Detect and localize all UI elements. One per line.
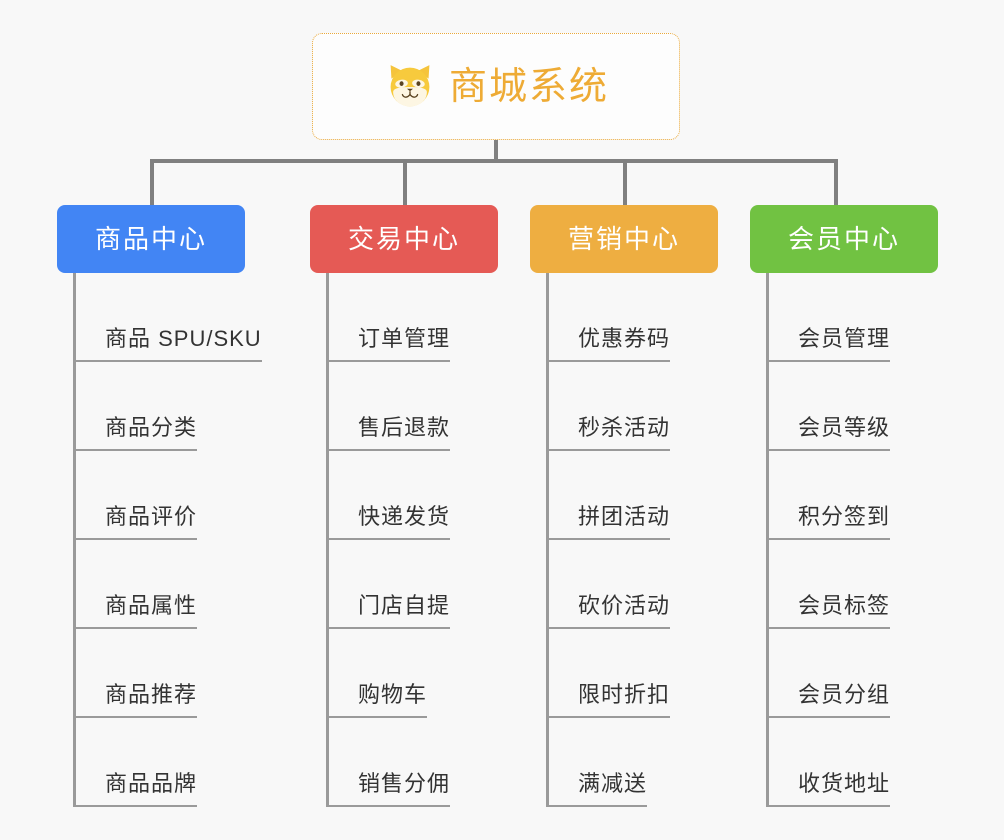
leaf-item[interactable]: 会员等级 [766, 362, 938, 451]
category-header-marketing-center[interactable]: 营销中心 [530, 205, 718, 273]
leaf-item[interactable]: 销售分佣 [326, 718, 498, 807]
root-node[interactable]: 商城系统 [312, 33, 680, 140]
leaf-item[interactable]: 商品品牌 [73, 718, 262, 807]
leaf-item[interactable]: 收货地址 [766, 718, 938, 807]
leaf-item[interactable]: 商品分类 [73, 362, 262, 451]
connector-drop-trade-center [403, 159, 407, 207]
leaf-label: 拼团活动 [546, 506, 671, 540]
leaf-list-trade-center: 订单管理 售后退款 快递发货 门店自提 购物车 销售分佣 [326, 273, 498, 807]
branch-member-center: 会员中心 会员管理 会员等级 积分签到 会员标签 会员分组 收货地址 [750, 205, 938, 807]
leaf-label: 满减送 [546, 773, 648, 807]
leaf-label: 商品 SPU/SKU [73, 328, 262, 362]
leaf-label: 秒杀活动 [546, 417, 671, 451]
connector-drop-product-center [150, 159, 154, 207]
leaf-label: 商品属性 [73, 595, 198, 629]
leaf-item[interactable]: 商品属性 [73, 540, 262, 629]
leaf-item[interactable]: 满减送 [546, 718, 718, 807]
leaf-label: 售后退款 [326, 417, 451, 451]
leaf-list-member-center: 会员管理 会员等级 积分签到 会员标签 会员分组 收货地址 [766, 273, 938, 807]
category-label: 会员中心 [787, 224, 900, 254]
leaf-item[interactable]: 秒杀活动 [546, 362, 718, 451]
leaf-item[interactable]: 限时折扣 [546, 629, 718, 718]
branch-product-center: 商品中心 商品 SPU/SKU 商品分类 商品评价 商品属性 商品推荐 商品品牌 [57, 205, 262, 807]
category-header-member-center[interactable]: 会员中心 [750, 205, 938, 273]
leaf-trunk-line [546, 273, 549, 807]
leaf-label: 门店自提 [326, 595, 451, 629]
leaf-label: 优惠券码 [546, 328, 671, 362]
leaf-item[interactable]: 会员标签 [766, 540, 938, 629]
leaf-item[interactable]: 会员分组 [766, 629, 938, 718]
leaf-item[interactable]: 积分签到 [766, 451, 938, 540]
leaf-item[interactable]: 会员管理 [766, 273, 938, 362]
leaf-label: 订单管理 [326, 328, 451, 362]
leaf-label: 销售分佣 [326, 773, 451, 807]
leaf-trunk-line [326, 273, 329, 807]
category-header-product-center[interactable]: 商品中心 [57, 205, 245, 273]
leaf-label: 商品品牌 [73, 773, 198, 807]
leaf-label: 限时折扣 [546, 684, 671, 718]
leaf-list-product-center: 商品 SPU/SKU 商品分类 商品评价 商品属性 商品推荐 商品品牌 [73, 273, 262, 807]
leaf-item[interactable]: 门店自提 [326, 540, 498, 629]
leaf-label: 砍价活动 [546, 595, 671, 629]
leaf-label: 购物车 [326, 684, 428, 718]
shiba-dog-face-icon [390, 64, 430, 106]
category-label: 营销中心 [567, 224, 680, 254]
leaf-list-marketing-center: 优惠券码 秒杀活动 拼团活动 砍价活动 限时折扣 满减送 [546, 273, 718, 807]
leaf-item[interactable]: 购物车 [326, 629, 498, 718]
leaf-trunk-line [73, 273, 76, 807]
leaf-item[interactable]: 商品推荐 [73, 629, 262, 718]
connector-drop-member-center [834, 159, 838, 207]
connector-root-stem [494, 140, 498, 162]
leaf-label: 会员等级 [766, 417, 891, 451]
category-label: 交易中心 [347, 224, 460, 254]
leaf-label: 商品评价 [73, 506, 198, 540]
connector-horizontal-bus [150, 159, 838, 163]
leaf-item[interactable]: 商品评价 [73, 451, 262, 540]
branch-marketing-center: 营销中心 优惠券码 秒杀活动 拼团活动 砍价活动 限时折扣 满减送 [530, 205, 718, 807]
leaf-label: 会员标签 [766, 595, 891, 629]
branch-trade-center: 交易中心 订单管理 售后退款 快递发货 门店自提 购物车 销售分佣 [310, 205, 498, 807]
leaf-item[interactable]: 商品 SPU/SKU [73, 273, 262, 362]
leaf-item[interactable]: 优惠券码 [546, 273, 718, 362]
leaf-item[interactable]: 订单管理 [326, 273, 498, 362]
leaf-item[interactable]: 砍价活动 [546, 540, 718, 629]
leaf-label: 积分签到 [766, 506, 891, 540]
leaf-label: 收货地址 [766, 773, 891, 807]
leaf-item[interactable]: 快递发货 [326, 451, 498, 540]
leaf-label: 快递发货 [326, 506, 451, 540]
category-header-trade-center[interactable]: 交易中心 [310, 205, 498, 273]
leaf-label: 商品推荐 [73, 684, 198, 718]
leaf-label: 会员分组 [766, 684, 891, 718]
leaf-label: 商品分类 [73, 417, 198, 451]
leaf-item[interactable]: 拼团活动 [546, 451, 718, 540]
connector-drop-marketing-center [623, 159, 627, 207]
leaf-trunk-line [766, 273, 769, 807]
root-title: 商城系统 [448, 65, 609, 108]
category-label: 商品中心 [94, 224, 207, 254]
leaf-item[interactable]: 售后退款 [326, 362, 498, 451]
leaf-label: 会员管理 [766, 328, 891, 362]
